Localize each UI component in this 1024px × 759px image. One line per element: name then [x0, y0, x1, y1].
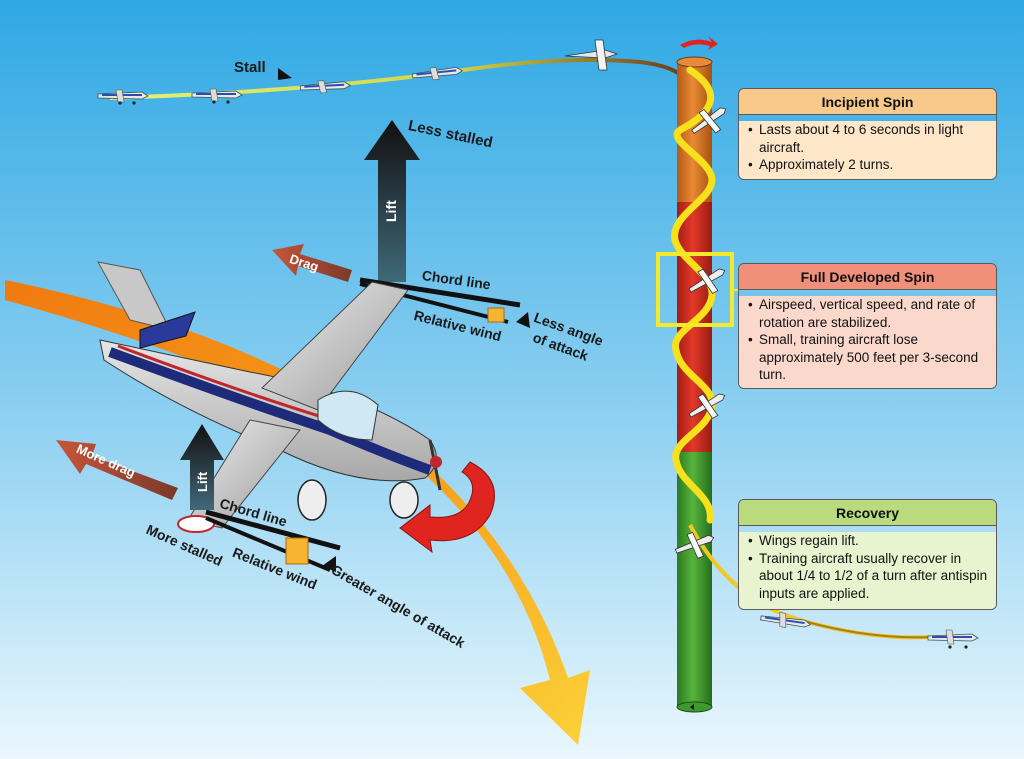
recovery-bullet-1: Wings regain lift.	[747, 532, 988, 550]
top-plane-1	[97, 89, 149, 105]
spiral-plane-2	[688, 268, 726, 295]
rotation-arrow	[399, 461, 495, 554]
label-lift-lower: Lift	[195, 471, 210, 492]
panel-developed-spin: Full Developed Spin Airspeed, vertical s…	[738, 263, 997, 389]
top-plane-3	[299, 80, 352, 94]
spiral-plane-3	[688, 393, 726, 420]
panel-recovery-title: Recovery	[739, 500, 996, 526]
recovery-bullet-2: Training aircraft usually recover in abo…	[747, 550, 988, 603]
aoa-block-lower	[285, 537, 309, 565]
panel-recovery-bullets: Wings regain lift. Training aircraft usu…	[747, 532, 988, 602]
column-rotation-arrow	[680, 36, 718, 50]
lift-arrow-lower	[180, 424, 224, 510]
panel-developed-bullets: Airspeed, vertical speed, and rate of ro…	[747, 296, 988, 384]
lift-arrow-upper	[364, 120, 420, 282]
panel-developed-title: Full Developed Spin	[739, 264, 996, 290]
main-airplane	[97, 261, 442, 529]
panel-incipient-title: Incipient Spin	[739, 89, 996, 115]
drag-arrow-upper	[272, 244, 352, 282]
label-lift-upper: Lift	[383, 200, 399, 222]
spin-spiral-ribbon	[671, 66, 716, 524]
recovery-plane-1	[760, 612, 812, 628]
chord-line-upper	[359, 277, 521, 308]
chord-line-lower	[205, 509, 341, 551]
recovery-plane-2	[927, 629, 979, 649]
incipient-bullet-2: Approximately 2 turns.	[747, 156, 988, 174]
top-plane-stall	[564, 39, 619, 71]
top-plane-2	[191, 88, 243, 104]
stall-pointer	[278, 68, 292, 80]
panel-incipient-spin: Incipient Spin Lasts about 4 to 6 second…	[738, 88, 997, 180]
aoa-block-upper	[487, 307, 505, 323]
panel-incipient-bullets: Lasts about 4 to 6 seconds in light airc…	[747, 121, 988, 174]
relative-wind-lower	[205, 516, 331, 572]
column-recovery	[677, 452, 712, 707]
developed-bullet-1: Airspeed, vertical speed, and rate of ro…	[747, 296, 988, 331]
drag-arrow-lower	[56, 440, 178, 500]
label-stall: Stall	[234, 59, 266, 76]
developed-bullet-2: Small, training aircraft lose approximat…	[747, 331, 988, 384]
panel-recovery: Recovery Wings regain lift. Training air…	[738, 499, 997, 610]
top-plane-4	[411, 66, 464, 81]
spiral-plane-4	[674, 531, 715, 559]
approach-path-line	[109, 57, 688, 100]
spiral-plane-1	[691, 107, 727, 135]
incipient-bullet-1: Lasts about 4 to 6 seconds in light airc…	[747, 121, 988, 156]
